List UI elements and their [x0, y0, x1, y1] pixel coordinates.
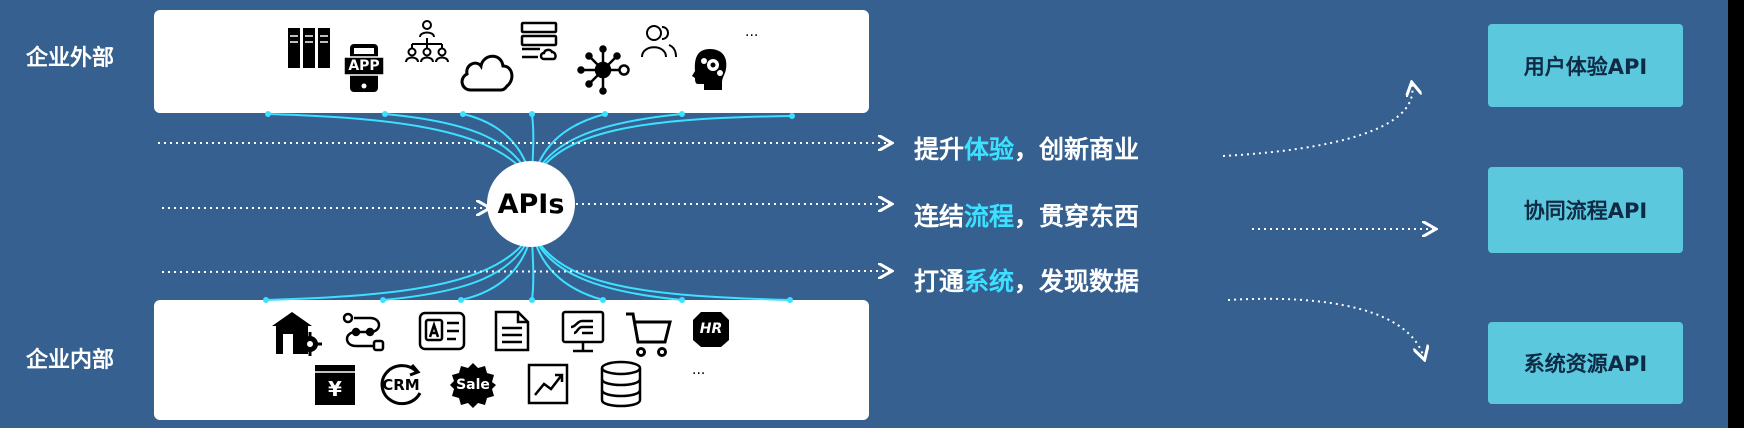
org-chart-icon — [405, 20, 449, 63]
tagline-highlight: 系统 — [964, 267, 1015, 296]
cloud-icon — [460, 54, 514, 92]
document-icon — [494, 310, 530, 352]
api-box-label: 系统资源API — [1523, 352, 1648, 376]
fan-line — [531, 231, 791, 301]
fan-line-nodes — [263, 111, 795, 303]
app-phone-icon: APP — [344, 43, 384, 93]
cart-icon — [626, 312, 672, 357]
hub-label: APIs — [497, 188, 565, 220]
internal-label: 企业内部 — [26, 348, 115, 373]
process-api-box: 协同流程API — [1488, 167, 1683, 253]
chart-icon — [527, 363, 569, 405]
tagline-suffix: ，创新商业 — [1014, 135, 1140, 164]
tagline-system: 打通系统，发现数据 — [914, 262, 1139, 298]
arrow-to-system-api — [1227, 297, 1424, 358]
fan-line — [267, 113, 533, 183]
users-icon — [641, 25, 677, 58]
experience-api-box: 用户体验API — [1488, 24, 1683, 107]
tagline-suffix: ，发现数据 — [1014, 267, 1140, 296]
dotted-arrows — [158, 84, 1434, 358]
server-rack-icon — [288, 28, 330, 68]
fan-line — [265, 231, 533, 301]
sale-badge-icon: Sale — [450, 362, 496, 408]
yen-label: ¥ — [328, 377, 342, 401]
sale-label: Sale — [456, 377, 490, 393]
apis-hub: APIs — [487, 161, 575, 247]
workflow-icon — [342, 312, 385, 352]
tagline-suffix: ，贯穿东西 — [1014, 202, 1140, 231]
fan-line — [531, 115, 793, 183]
arrow-to-experience-api — [1222, 84, 1412, 157]
external-ellipsis: ... — [745, 24, 759, 40]
yen-box-icon: ¥ — [314, 364, 356, 406]
internal-panel — [154, 300, 869, 420]
database-icon — [600, 360, 642, 408]
monitor-network-icon — [561, 310, 605, 353]
factory-icon — [272, 312, 322, 356]
hr-label: HR — [699, 321, 723, 337]
tagline-experience: 提升体验，创新商业 — [914, 130, 1139, 166]
tagline-highlight: 体验 — [964, 135, 1015, 164]
tagline-process: 连结流程，贯穿东西 — [914, 197, 1139, 233]
tagline-prefix: 连结 — [914, 202, 965, 231]
app-label: APP — [348, 58, 380, 74]
external-label: 企业外部 — [26, 46, 115, 71]
api-box-label: 用户体验API — [1523, 54, 1648, 79]
internal-ellipsis: ... — [692, 362, 706, 378]
contact-card-icon — [418, 311, 466, 351]
api-box-label: 协同流程API — [1523, 199, 1648, 223]
hr-icon: HR — [692, 311, 730, 348]
tagline-prefix: 打通 — [914, 267, 965, 296]
network-hub-icon — [577, 45, 630, 95]
tagline-prefix: 提升 — [914, 135, 965, 164]
crm-label: CRM — [382, 376, 420, 394]
arrow-row-3 — [161, 271, 890, 272]
ai-head-icon — [692, 49, 727, 90]
system-api-box: 系统资源API — [1488, 322, 1683, 404]
fan-line — [531, 231, 683, 301]
crm-icon: CRM — [378, 363, 424, 407]
cloud-server-icon — [520, 21, 558, 61]
tagline-highlight: 流程 — [964, 202, 1015, 231]
external-panel — [154, 10, 869, 113]
